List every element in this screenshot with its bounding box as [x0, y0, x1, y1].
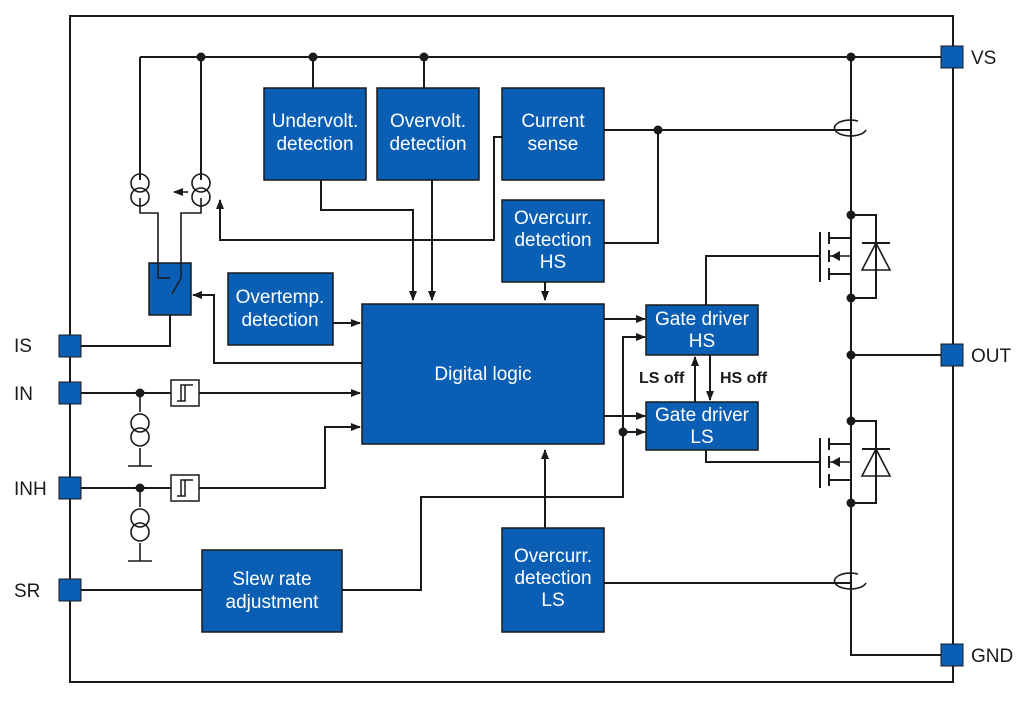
low-side-mosfet-icon [819, 420, 892, 504]
pin-inh: INH [14, 476, 82, 500]
overcurr-ls-line-3: LS [541, 590, 564, 611]
overcurr-hs-line-3: HS [540, 252, 566, 273]
schmitt-trigger-inh-icon [170, 474, 200, 502]
current-sense-loop-ls [833, 572, 867, 590]
gate-hs-line-2: HS [689, 331, 715, 352]
undervolt-line-1: Undervolt. [272, 111, 359, 132]
gate-ls-line-1: Gate driver [655, 405, 750, 426]
current-sense-loop-hs [833, 119, 867, 137]
high-side-mosfet-icon [819, 214, 892, 299]
hs-off-label: HS off [720, 370, 768, 387]
is-sense-amplifier [148, 262, 192, 316]
pin-is-label: IS [14, 336, 32, 357]
block-gate-driver-ls: Gate driver LS [645, 401, 759, 451]
pin-inh-label: INH [14, 479, 47, 500]
schmitt-trigger-in-icon [170, 379, 200, 407]
gate-hs-line-1: Gate driver [655, 309, 750, 330]
overcurr-hs-line-1: Overcurr. [514, 208, 592, 229]
pin-vs-label: VS [971, 48, 996, 69]
block-current-sense: Current sense [501, 87, 605, 181]
block-gate-driver-hs: Gate driver HS [645, 304, 759, 356]
pin-sr-label: SR [14, 581, 40, 602]
ls-off-label: LS off [639, 370, 685, 387]
pin-in-label: IN [14, 384, 33, 405]
block-undervolt-detection: Undervolt. detection [263, 87, 367, 181]
block-overcurr-detection-ls: Overcurr. detection LS [501, 527, 605, 633]
pin-gnd-label: GND [971, 646, 1013, 667]
overvolt-line-1: Overvolt. [390, 111, 466, 132]
junction-dots [135, 52, 856, 508]
overtemp-line-2: detection [241, 310, 318, 331]
block-slew-rate-adjustment: Slew rate adjustment [201, 549, 343, 633]
slew-rate-line-2: adjustment [226, 592, 320, 613]
overvolt-line-2: detection [389, 134, 466, 155]
block-digital-logic: Digital logic [361, 303, 605, 445]
block-overtemp-detection: Overtemp. detection [227, 272, 334, 346]
pin-gnd: GND [940, 643, 1013, 667]
block-overvolt-detection: Overvolt. detection [376, 87, 480, 181]
current-source-symbols [130, 173, 211, 542]
current-sense-line-1: Current [521, 111, 585, 132]
digital-logic-label: Digital logic [434, 364, 531, 385]
pin-in: IN [14, 381, 82, 405]
slew-rate-line-1: Slew rate [232, 569, 311, 590]
overcurr-ls-line-2: detection [514, 568, 591, 589]
wires [81, 56, 953, 656]
overtemp-line-1: Overtemp. [236, 287, 325, 308]
overcurr-ls-line-1: Overcurr. [514, 546, 592, 567]
pin-out: OUT [940, 343, 1012, 367]
gate-ls-line-2: LS [690, 427, 713, 448]
undervolt-line-2: detection [276, 134, 353, 155]
current-sense-line-2: sense [528, 134, 579, 155]
pin-out-label: OUT [971, 346, 1012, 367]
overcurr-hs-line-2: detection [514, 230, 591, 251]
pin-vs: VS [940, 45, 996, 69]
pin-sr: SR [14, 578, 82, 602]
pin-is: IS [14, 334, 82, 358]
block-overcurr-detection-hs: Overcurr. detection HS [501, 199, 605, 283]
